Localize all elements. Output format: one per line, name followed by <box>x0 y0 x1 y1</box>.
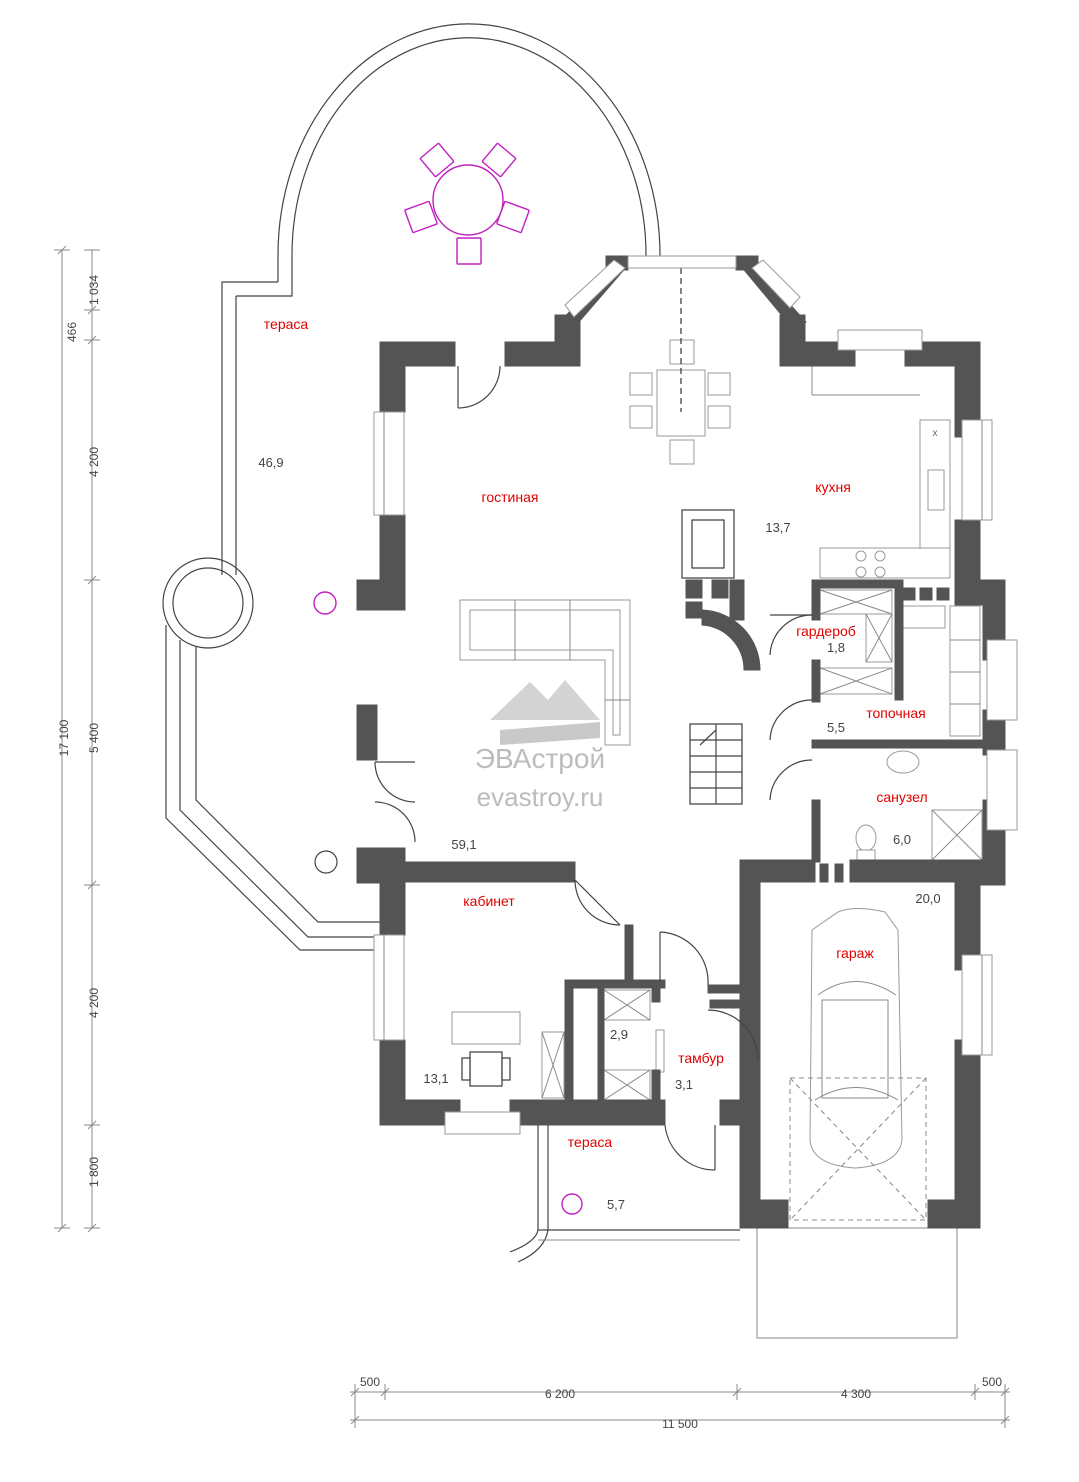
dim-vertical-segment: 1 034 <box>87 275 101 305</box>
garage-car <box>789 908 927 1221</box>
staircase <box>689 723 743 805</box>
room-area-bathroom: 6,0 <box>893 832 911 847</box>
doors <box>374 365 813 1171</box>
room-name-terrace-main: тераса <box>264 316 309 332</box>
dim-horizontal-segment: 500 <box>360 1375 380 1389</box>
svg-text:x: x <box>933 428 938 439</box>
dim-horizontal-segment: 500 <box>982 1375 1002 1389</box>
room-area-boiler: 5,5 <box>827 720 845 735</box>
room-area-kitchen: 13,7 <box>765 520 790 535</box>
room-name-vestibule: тамбур <box>678 1050 724 1066</box>
dim-vertical-segment: 4 200 <box>87 988 101 1018</box>
dim-horizontal-total: 11 500 <box>662 1417 698 1431</box>
watermark-logo-icon <box>490 680 600 720</box>
dim-vertical-segment: 1 800 <box>87 1157 101 1187</box>
room-name-terrace-small: тераса <box>568 1134 613 1150</box>
dim-horizontal-segment: 4 300 <box>841 1387 871 1401</box>
room-area-vestibule: 3,1 <box>675 1077 693 1092</box>
study-furniture <box>451 1011 565 1099</box>
watermark: ЭВАстрой evastroy.ru <box>475 680 605 812</box>
kitchen-counters: x <box>811 365 951 579</box>
room-area-closet: 2,9 <box>610 1027 628 1042</box>
watermark-url: evastroy.ru <box>477 782 604 812</box>
room-name-bathroom: санузел <box>876 789 927 805</box>
room-name-kitchen: кухня <box>815 479 851 495</box>
room-area-wardrobe: 1,8 <box>827 640 845 655</box>
terrace-outline <box>162 23 661 951</box>
terrace-plant <box>313 591 337 615</box>
room-area-terrace-small: 5,7 <box>607 1197 625 1212</box>
room-name-wardrobe: гардероб <box>796 623 856 639</box>
room-area-living: 59,1 <box>451 837 476 852</box>
terrace-dining-set <box>404 142 530 265</box>
utility-fixtures <box>819 589 983 861</box>
vertical-dimension-lines <box>54 245 100 1233</box>
dim-vertical-segment: 466 <box>65 322 79 342</box>
dim-horizontal-segment: 6 200 <box>545 1387 575 1401</box>
room-area-terrace-main: 46,9 <box>258 455 283 470</box>
corner-sofa <box>459 599 631 746</box>
dim-vertical-segment: 4 200 <box>87 447 101 477</box>
dim-vertical-segment: 5 400 <box>87 723 101 753</box>
small-terrace-plant <box>561 1193 583 1215</box>
small-terrace-outline <box>509 1120 740 1263</box>
dim-vertical-total: 17 100 <box>57 719 71 756</box>
dining-table <box>629 258 731 465</box>
room-name-living: гостиная <box>482 489 539 505</box>
fireplace <box>681 509 761 671</box>
room-name-garage: гараж <box>836 945 874 961</box>
horizontal-dimension-lines <box>350 1384 1010 1428</box>
room-name-boiler: топочная <box>866 705 926 721</box>
room-area-garage: 20,0 <box>915 891 940 906</box>
room-area-study: 13,1 <box>423 1071 448 1086</box>
driveway <box>756 1227 958 1339</box>
watermark-brand: ЭВАстрой <box>475 743 605 774</box>
room-name-study: кабинет <box>463 893 515 909</box>
windows <box>373 255 1018 1135</box>
terrace-column <box>314 850 338 874</box>
